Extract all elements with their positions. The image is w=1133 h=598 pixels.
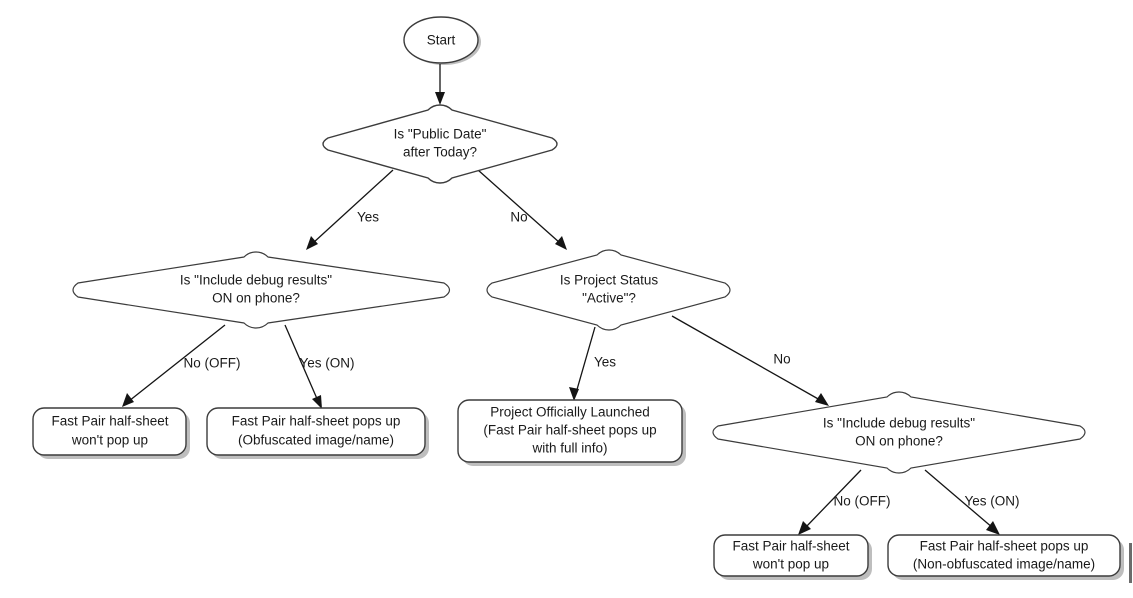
node-outcome-no-popup-left[interactable]: Fast Pair half-sheet won't pop up bbox=[32, 407, 187, 456]
edge-start-to-public-date bbox=[435, 64, 445, 105]
edge-debug-right-no: No (OFF) bbox=[798, 469, 891, 535]
outcome-no-popup-right-line-1: Fast Pair half-sheet bbox=[732, 539, 849, 554]
edge-label-debug-right-yes: Yes (ON) bbox=[964, 494, 1019, 509]
start-label: Start bbox=[427, 33, 456, 48]
outcome-no-popup-right-box bbox=[713, 534, 869, 577]
node-start[interactable]: Start bbox=[403, 16, 479, 64]
edge-label-project-status-yes: Yes bbox=[594, 355, 616, 370]
debug-right-diamond bbox=[712, 391, 1086, 474]
public-date-diamond bbox=[322, 104, 558, 184]
edge-debug-left-yes: Yes (ON) bbox=[284, 324, 355, 409]
node-debug-results-right-decision[interactable]: Is "Include debug results" ON on phone? bbox=[712, 391, 1086, 474]
edge-label-public-date-yes: Yes bbox=[357, 210, 379, 225]
outcome-launched-line-2: (Fast Pair half-sheet pops up bbox=[483, 423, 656, 438]
debug-left-diamond bbox=[72, 251, 451, 329]
public-date-line-1: Is "Public Date" bbox=[394, 127, 487, 142]
edge-label-debug-left-yes: Yes (ON) bbox=[299, 356, 354, 371]
edge-label-debug-left-no: No (OFF) bbox=[184, 356, 241, 371]
outcome-launched-line-3: with full info) bbox=[531, 441, 607, 456]
outcome-obfuscated-line-1: Fast Pair half-sheet pops up bbox=[232, 414, 401, 429]
edge-label-debug-right-no: No (OFF) bbox=[834, 494, 891, 509]
outcome-no-popup-left-line-1: Fast Pair half-sheet bbox=[51, 414, 168, 429]
outcome-non-obfuscated-line-1: Fast Pair half-sheet pops up bbox=[920, 539, 1089, 554]
start-ellipse bbox=[403, 16, 479, 64]
edge-label-project-status-no: No bbox=[773, 352, 790, 367]
node-outcome-non-obfuscated[interactable]: Fast Pair half-sheet pops up (Non-obfusc… bbox=[887, 534, 1121, 577]
debug-left-line-2: ON on phone? bbox=[212, 291, 300, 306]
node-debug-results-left-decision[interactable]: Is "Include debug results" ON on phone? bbox=[72, 251, 451, 329]
node-outcome-no-popup-right[interactable]: Fast Pair half-sheet won't pop up bbox=[713, 534, 869, 577]
edge-debug-right-yes: Yes (ON) bbox=[924, 469, 1020, 535]
debug-right-line-2: ON on phone? bbox=[855, 434, 943, 449]
outcome-non-obfuscated-line-2: (Non-obfuscated image/name) bbox=[913, 557, 1095, 572]
node-outcome-launched[interactable]: Project Officially Launched (Fast Pair h… bbox=[457, 399, 683, 463]
project-status-diamond bbox=[486, 249, 731, 331]
outcome-launched-box bbox=[457, 399, 683, 463]
debug-right-line-1: Is "Include debug results" bbox=[823, 416, 975, 431]
edge-public-date-no: No bbox=[477, 169, 567, 250]
outcome-launched-line-1: Project Officially Launched bbox=[490, 405, 650, 420]
edge-label-public-date-no: No bbox=[510, 210, 527, 225]
outcome-non-obfuscated-box bbox=[887, 534, 1121, 577]
node-public-date-decision[interactable]: Is "Public Date" after Today? bbox=[322, 104, 558, 184]
outcome-no-popup-left-box bbox=[32, 407, 187, 456]
project-status-line-1: Is Project Status bbox=[560, 273, 659, 288]
public-date-line-2: after Today? bbox=[403, 145, 477, 160]
flow-edges: Yes No No (OFF) Yes (ON) bbox=[122, 64, 1020, 535]
outcome-no-popup-left-line-2: won't pop up bbox=[71, 433, 148, 448]
node-project-status-decision[interactable]: Is Project Status "Active"? bbox=[486, 249, 731, 331]
edge-public-date-yes: Yes bbox=[306, 169, 394, 250]
outcome-obfuscated-box bbox=[206, 407, 426, 456]
edge-project-status-yes: Yes bbox=[569, 326, 616, 401]
outcome-no-popup-right-line-2: won't pop up bbox=[752, 557, 829, 572]
outcome-obfuscated-line-2: (Obfuscated image/name) bbox=[238, 433, 394, 448]
node-outcome-obfuscated[interactable]: Fast Pair half-sheet pops up (Obfuscated… bbox=[206, 407, 426, 456]
debug-left-line-1: Is "Include debug results" bbox=[180, 273, 332, 288]
edge-project-status-no: No bbox=[671, 315, 829, 406]
project-status-line-2: "Active"? bbox=[582, 291, 636, 306]
page-edge-artifact bbox=[1129, 543, 1132, 583]
edge-debug-left-no: No (OFF) bbox=[122, 324, 241, 407]
